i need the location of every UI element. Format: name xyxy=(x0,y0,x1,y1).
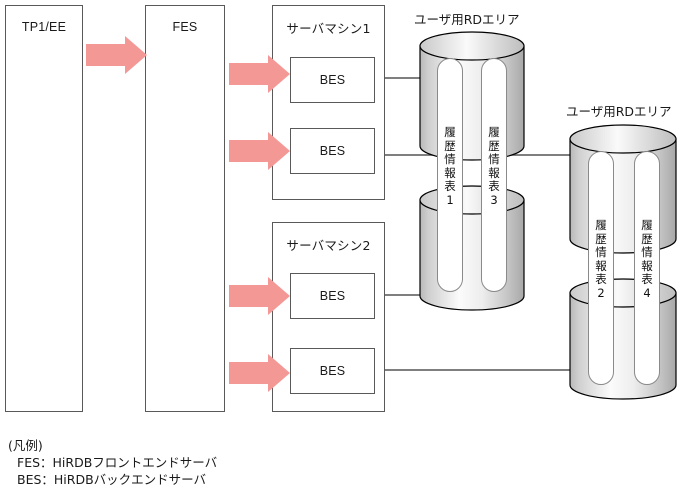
bes-box-1[interactable]: BES xyxy=(290,57,375,103)
rd-area-2-cylinders[interactable] xyxy=(568,121,680,417)
fes-label: FES xyxy=(172,20,198,34)
rd-area-2-cylinder-upper xyxy=(569,124,677,254)
arrow-fes-to-bes4 xyxy=(229,354,290,392)
rd-area-2-caption: ユーザ用RDエリア xyxy=(566,104,672,119)
fes-box[interactable]: FES xyxy=(145,5,225,412)
server-machine-1-label: サーバマシン1 xyxy=(286,21,371,36)
table-pill-3[interactable] xyxy=(481,58,507,292)
table-pill-4[interactable] xyxy=(634,151,660,385)
legend: (凡例) FES：HiRDBフロントエンドサーバ BES：HiRDBバックエンド… xyxy=(8,437,217,488)
table-4-label: 履 歴 情 報 表 4 xyxy=(641,218,653,300)
bes-box-2[interactable]: BES xyxy=(290,128,375,174)
rd-area-1-caption: ユーザ用RDエリア xyxy=(414,12,520,27)
server-machine-2-label: サーバマシン2 xyxy=(286,238,371,253)
rd-area-1-cylinder-upper xyxy=(419,31,525,161)
rd-area-1-cylinder-lower xyxy=(419,185,525,311)
tp1-ee-label: TP1/EE xyxy=(21,20,67,34)
bes-1-label: BES xyxy=(319,73,346,87)
bes-box-3[interactable]: BES xyxy=(290,273,375,319)
table-2-label: 履 歴 情 報 表 2 xyxy=(595,218,607,300)
bes-box-4[interactable]: BES xyxy=(290,348,375,394)
bes-2-label: BES xyxy=(319,144,346,158)
legend-heading: (凡例) xyxy=(8,438,43,453)
table-1-label: 履 歴 情 報 表 1 xyxy=(444,125,456,207)
bes-4-label: BES xyxy=(319,364,346,378)
arrow-tp1-to-fes xyxy=(86,36,147,74)
rd-area-2-cylinder-lower xyxy=(569,278,677,400)
table-pill-1[interactable] xyxy=(437,58,463,292)
bes-3-label: BES xyxy=(319,289,346,303)
tp1-ee-box[interactable]: TP1/EE xyxy=(5,5,83,412)
rd-area-1-cylinders[interactable] xyxy=(418,28,526,330)
table-3-label: 履 歴 情 報 表 3 xyxy=(488,125,500,207)
legend-line-bes: BES：HiRDBバックエンドサーバ xyxy=(17,472,207,487)
arrow-fes-to-bes3 xyxy=(229,277,290,315)
arrow-fes-to-bes1 xyxy=(229,55,290,93)
arrow-fes-to-bes2 xyxy=(229,132,290,170)
table-pill-2[interactable] xyxy=(588,151,614,385)
legend-line-fes: FES：HiRDBフロントエンドサーバ xyxy=(17,455,218,470)
